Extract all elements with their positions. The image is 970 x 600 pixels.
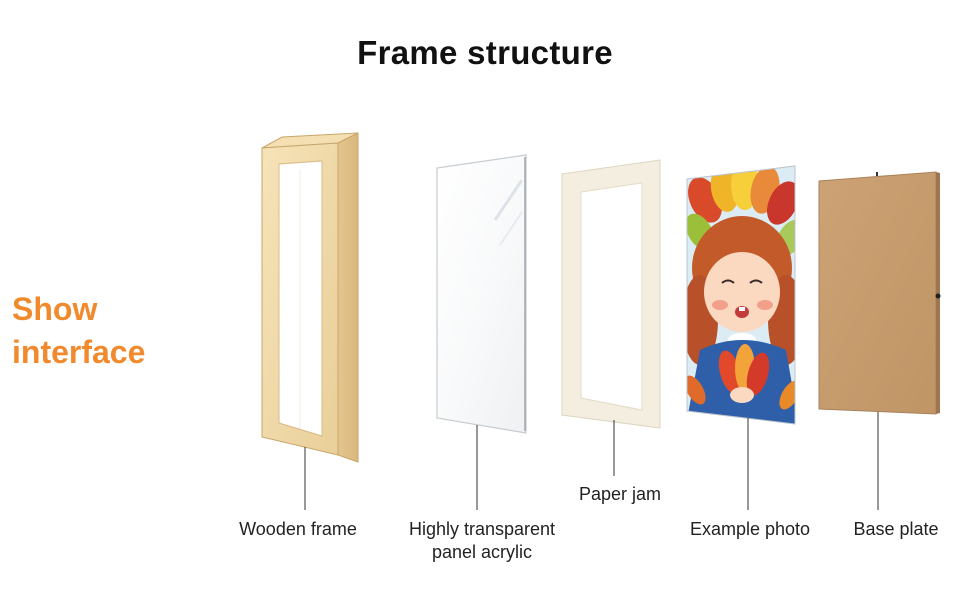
acrylic-panel-label-line-2: panel acrylic — [431, 542, 533, 562]
wooden-frame-label: Wooden frame — [239, 518, 357, 541]
wooden-frame-side — [337, 132, 359, 463]
base-plate — [818, 171, 941, 415]
paper-mat — [561, 159, 661, 429]
paper-mat-label: Paper jam — [579, 483, 661, 506]
wooden-frame-face — [261, 142, 339, 456]
acrylic-panel-label: Highly transparent panel acrylic — [409, 518, 555, 564]
side-label-line-2: interface — [12, 334, 146, 370]
base-plate-label: Base plate — [853, 518, 938, 541]
wooden-frame-label-text: Wooden frame — [239, 519, 357, 539]
base-plate-hook — [935, 293, 941, 299]
paper-mat-window — [580, 182, 643, 411]
acrylic-panel-label-line-1: Highly transparent — [408, 519, 556, 539]
acrylic-panel-sheet — [436, 154, 527, 434]
example-photo-label: Example photo — [690, 518, 810, 541]
paper-mat-label-text: Paper jam — [578, 484, 662, 504]
base-plate-edge — [936, 172, 940, 414]
wooden-frame-window — [278, 160, 323, 437]
example-photo-label-text: Example photo — [689, 519, 811, 539]
base-plate-board — [818, 171, 937, 415]
wooden-frame — [261, 132, 359, 463]
side-label-line-1: Show — [12, 291, 98, 327]
side-label: Show interface — [12, 288, 145, 374]
example-photo — [686, 165, 796, 425]
acrylic-panel — [436, 154, 527, 434]
base-plate-label-text: Base plate — [853, 519, 939, 539]
page-title: Frame structure — [357, 34, 613, 71]
